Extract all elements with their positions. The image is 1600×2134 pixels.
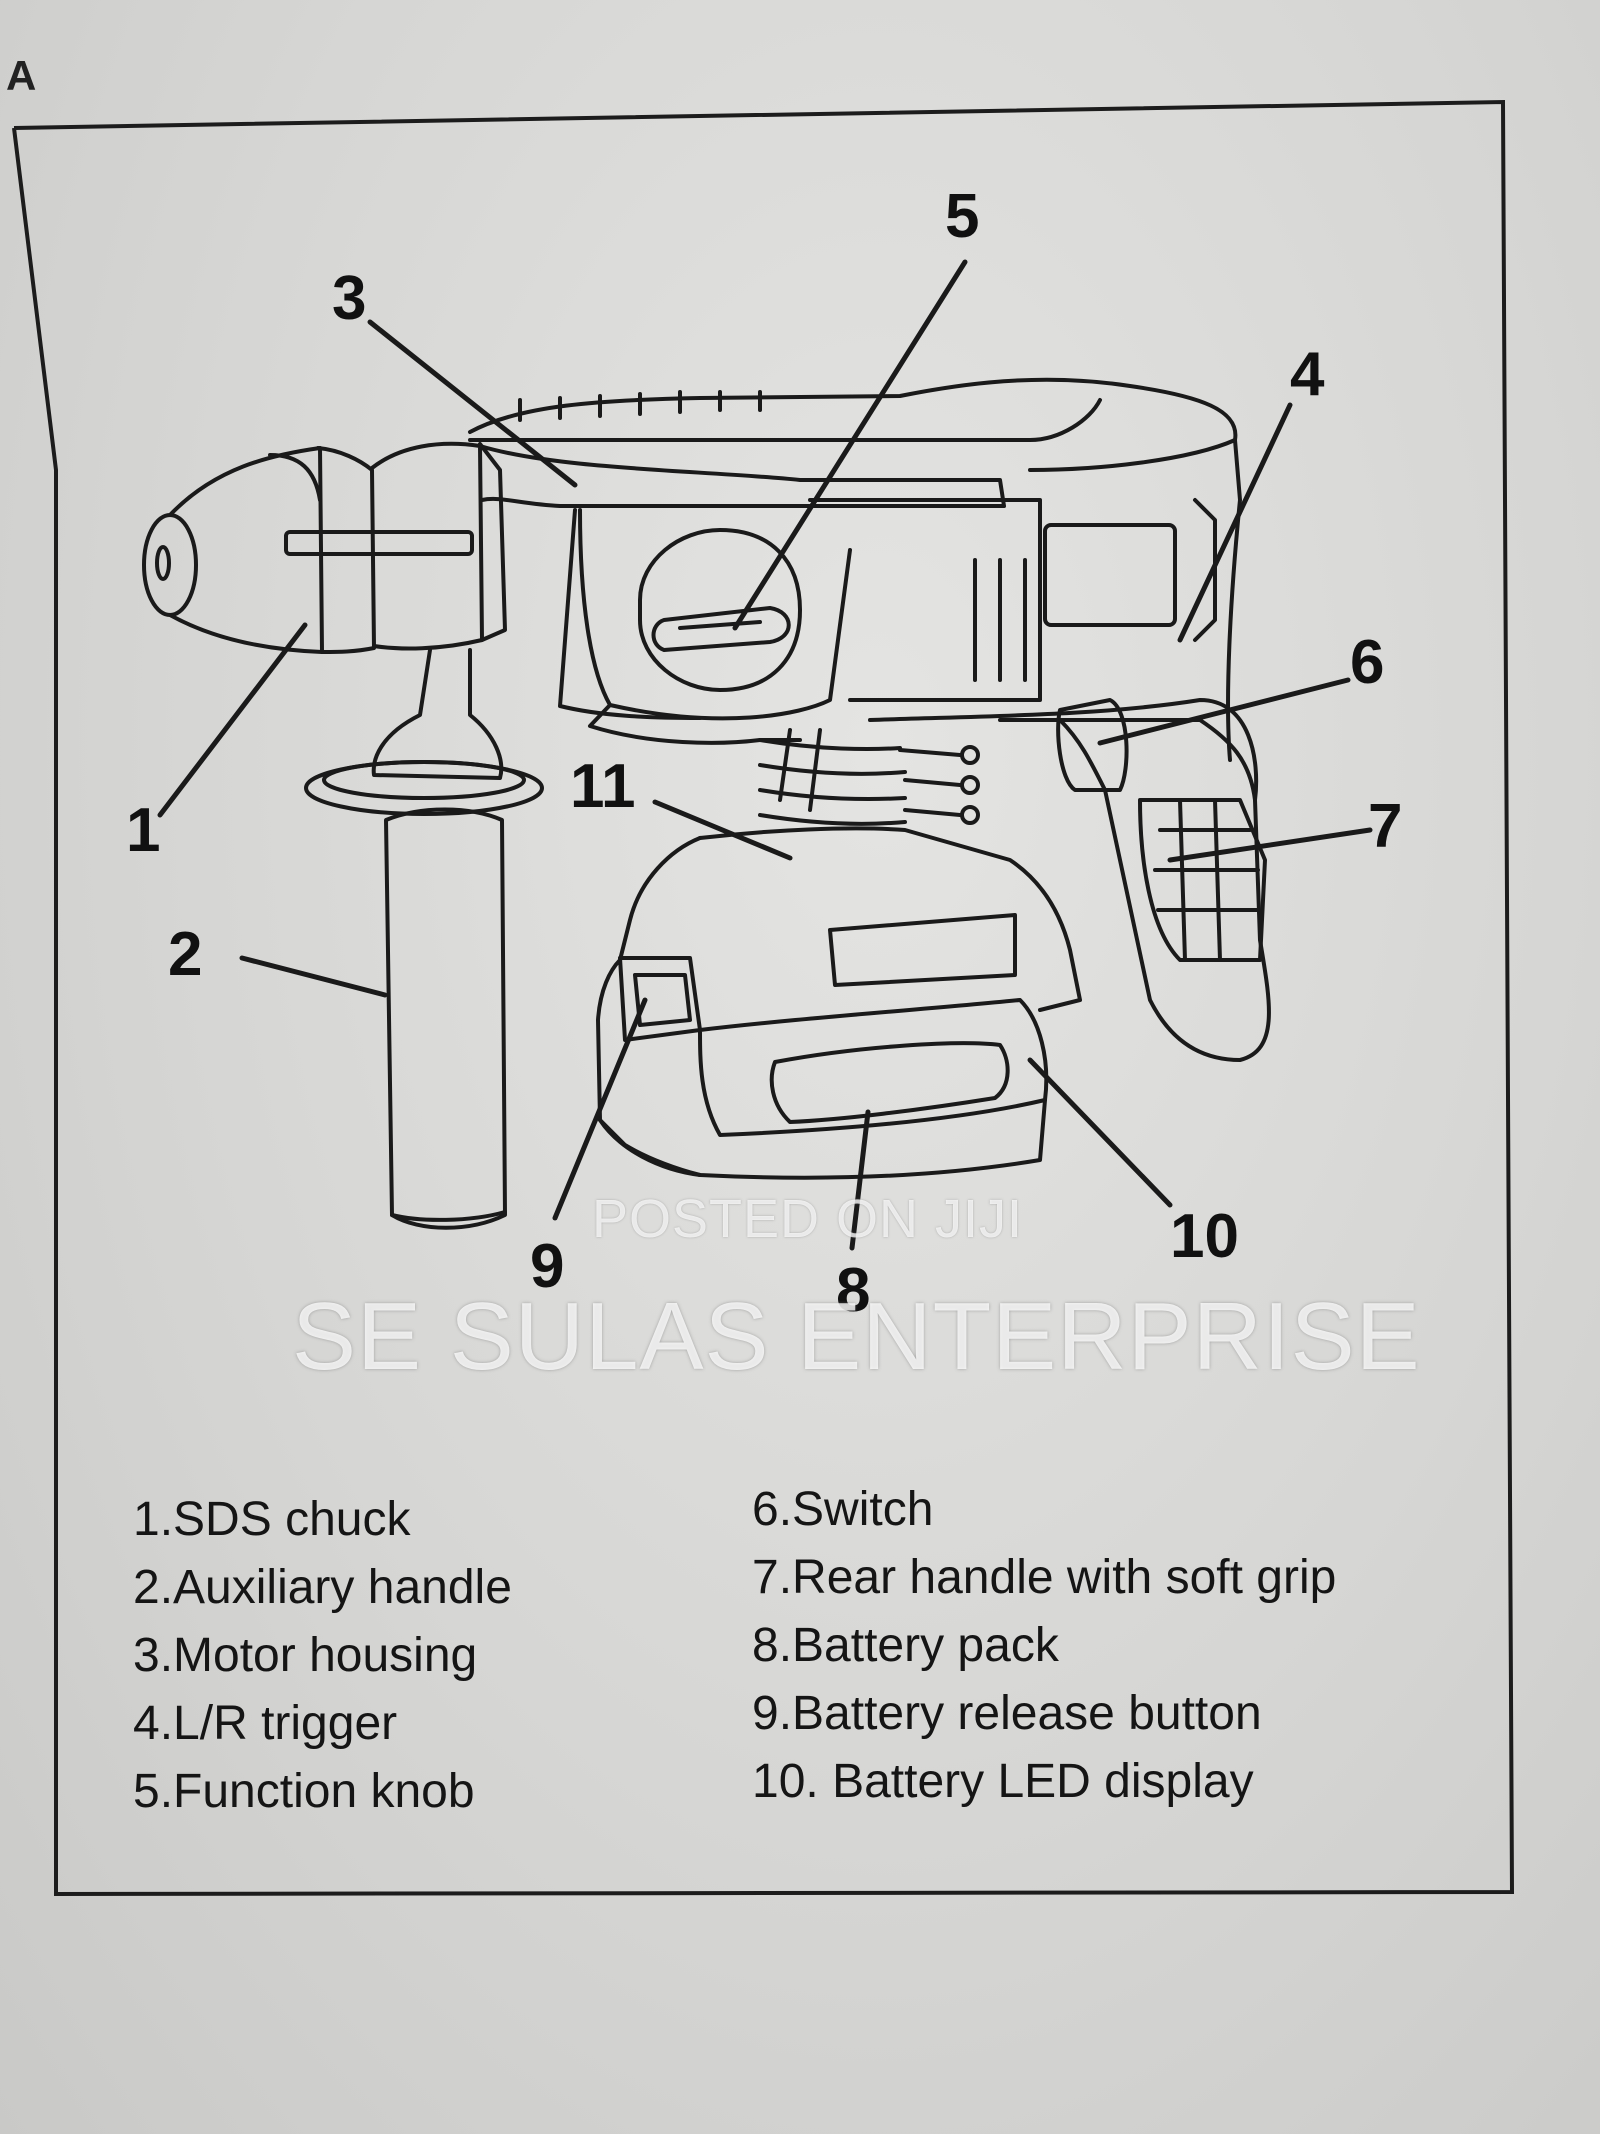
callout-11: 11 [570, 752, 636, 821]
neck-drawing [758, 728, 980, 826]
rear-handle-drawing [998, 698, 1271, 1062]
battery-pack-drawing [596, 826, 1082, 1180]
callout-10: 10 [1170, 1202, 1239, 1271]
callout-2: 2 [168, 920, 203, 989]
callout-4: 4 [1290, 340, 1325, 409]
figure-letter: A [6, 52, 37, 99]
legend-item-battery-led-display: 10. Battery LED display [752, 1755, 1254, 1808]
watermark-posted-on-jiji: POSTED ON JIJI [592, 1189, 1024, 1249]
legend-left-column: 1.SDS chuck 2.Auxiliary handle 3.Motor h… [133, 1486, 512, 1826]
legend-item-motor-housing: 3.Motor housing [133, 1629, 478, 1682]
sds-chuck-drawing [142, 441, 507, 654]
auxiliary-handle-drawing [304, 648, 544, 1230]
motor-housing-drawing [468, 377, 1259, 802]
callout-6: 6 [1350, 628, 1385, 697]
legend-item-switch: 6.Switch [752, 1483, 934, 1536]
callout-9: 9 [530, 1232, 565, 1301]
legend-item-sds-chuck: 1.SDS chuck [133, 1493, 411, 1546]
legend-item-lr-trigger: 4.L/R trigger [133, 1697, 398, 1750]
callout-8: 8 [836, 1256, 871, 1325]
leader-lines [157, 259, 1373, 1251]
legend-item-auxiliary-handle: 2.Auxiliary handle [133, 1561, 512, 1614]
callout-3: 3 [332, 264, 367, 333]
legend-item-function-knob: 5.Function knob [133, 1765, 475, 1818]
callout-7: 7 [1368, 792, 1403, 861]
legend-right-column: 6.Switch 7.Rear handle with soft grip 8.… [752, 1476, 1336, 1816]
legend-item-rear-handle: 7.Rear handle with soft grip [752, 1551, 1337, 1604]
callout-5: 5 [945, 182, 980, 251]
callout-1: 1 [126, 796, 161, 865]
legend-item-battery-pack: 8.Battery pack [752, 1619, 1059, 1672]
function-knob-drawing [638, 528, 802, 692]
watermark-enterprise-name: SE SULAS ENTERPRISE [292, 1283, 1421, 1390]
legend-item-battery-release-button: 9.Battery release button [752, 1687, 1262, 1740]
